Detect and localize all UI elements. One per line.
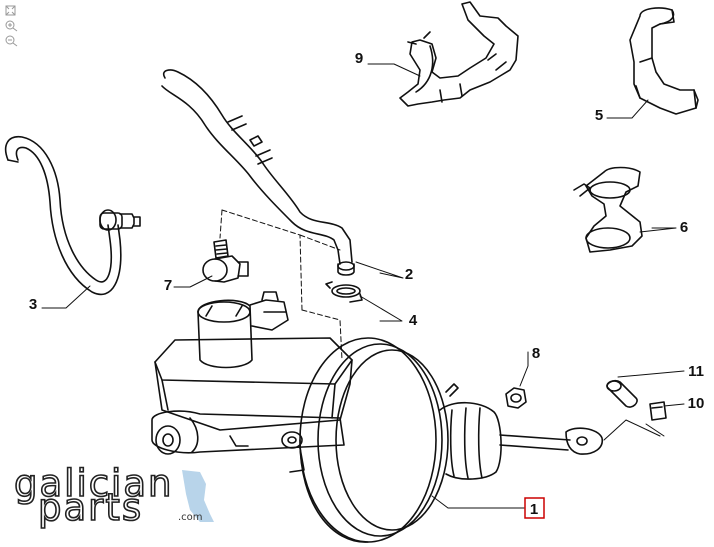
leader-lines bbox=[41, 63, 685, 509]
callout-1-highlight-box bbox=[524, 497, 545, 519]
part-5-support[interactable] bbox=[629, 7, 699, 115]
part-1-brake-booster-assembly[interactable] bbox=[151, 291, 604, 543]
callout-6[interactable]: 6 bbox=[680, 219, 688, 236]
part-8-nut[interactable] bbox=[505, 387, 527, 409]
part-6-clip[interactable] bbox=[573, 166, 643, 253]
callout-7[interactable]: 7 bbox=[164, 277, 172, 294]
part-2-hose[interactable] bbox=[161, 69, 355, 276]
zoom-out-icon[interactable] bbox=[4, 34, 18, 47]
callout-11[interactable]: 11 bbox=[688, 363, 704, 380]
fit-icon[interactable] bbox=[4, 4, 18, 17]
callout-labels: 1 2 3 4 5 6 7 8 9 10 11 bbox=[29, 50, 705, 519]
part-10-clip[interactable] bbox=[649, 401, 667, 421]
callout-3[interactable]: 3 bbox=[29, 296, 37, 313]
logo-suffix: .com bbox=[178, 512, 203, 523]
logo-line1: galician bbox=[14, 462, 173, 505]
callout-10[interactable]: 10 bbox=[688, 395, 705, 412]
callout-5[interactable]: 5 bbox=[595, 107, 603, 124]
galicianparts-logo: galician parts .com bbox=[13, 461, 214, 530]
part-4-hose-clamp[interactable] bbox=[325, 281, 363, 303]
part-9-bracket[interactable] bbox=[399, 1, 519, 107]
callout-1[interactable]: 1 bbox=[530, 501, 538, 518]
callout-8[interactable]: 8 bbox=[532, 345, 540, 362]
zoom-in-icon[interactable] bbox=[4, 19, 18, 32]
zoom-toolbar bbox=[4, 4, 20, 47]
part-3-vacuum-hose[interactable] bbox=[4, 135, 141, 296]
logo-line2: parts bbox=[38, 486, 143, 529]
callout-9[interactable]: 9 bbox=[355, 50, 363, 67]
part-7-check-valve[interactable] bbox=[202, 239, 249, 283]
callout-2[interactable]: 2 bbox=[405, 266, 413, 283]
part-11-bushing[interactable] bbox=[606, 379, 638, 408]
callout-4[interactable]: 4 bbox=[409, 312, 418, 329]
